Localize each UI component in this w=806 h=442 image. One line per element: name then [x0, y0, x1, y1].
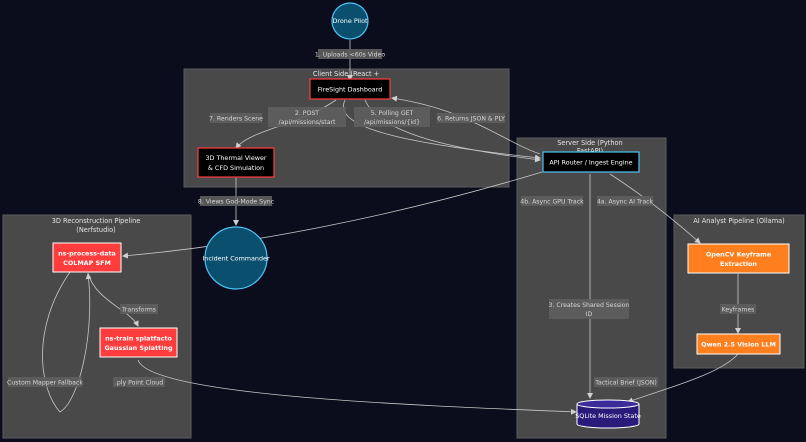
node-incident-commander[interactable]: Incident Commander — [202, 226, 270, 290]
node-firesight-dashboard[interactable]: FireSight Dashboard — [309, 78, 391, 100]
svg-text:8. Views God-Mode Sync: 8. Views God-Mode Sync — [198, 199, 275, 206]
node-drone-pilot-label: Drone Pilot — [332, 17, 368, 25]
label-async-ai: 4a. Async AI Track — [597, 196, 654, 206]
edge-transforms — [87, 272, 139, 327]
edge-tactical-brief — [627, 353, 739, 404]
label-async-gpu: 4b. Async GPU Track — [520, 196, 584, 206]
svg-text:1. Uploads <60s Video: 1. Uploads <60s Video — [315, 52, 386, 59]
cluster-server-side: Server Side (Python FastAPI) — [516, 137, 667, 439]
label-tactical-brief: Tactical Brief (JSON) — [594, 377, 658, 387]
svg-text:Custom Mapper Fallback: Custom Mapper Fallback — [7, 380, 83, 387]
label-views: 8. Views God-Mode Sync — [198, 196, 275, 206]
node-ns-process-data[interactable]: ns-process-data COLMAP SFM — [52, 242, 122, 273]
node-api-router-label: API Router / Ingest Engine — [549, 159, 632, 167]
node-thermal-viewer[interactable]: 3D Thermal Viewer & CFD Simulation — [197, 147, 275, 178]
node-ns-train-splatfacto[interactable]: ns-train splatfacto Gaussian Splatting — [99, 327, 178, 358]
label-ply-point-cloud: .ply Point Cloud — [113, 377, 165, 387]
cluster-client-title: Client Side (React + — [313, 70, 379, 78]
node-ns-train-label-line2: Gaussian Splatting — [104, 344, 173, 352]
node-opencv-label-line2: Extraction — [720, 260, 757, 268]
svg-text:Keyframes: Keyframes — [722, 307, 755, 314]
label-custom-mapper: Custom Mapper Fallback — [7, 377, 83, 387]
edges — [42, 40, 741, 415]
node-opencv-label-line1: OpenCV Keyframe — [706, 251, 772, 259]
label-uploads: 1. Uploads <60s Video — [315, 49, 386, 59]
node-incident-commander-label: Incident Commander — [202, 255, 270, 263]
svg-text:6. Returns JSON & PLY: 6. Returns JSON & PLY — [437, 116, 505, 123]
node-sqlite-mission-state[interactable]: SQLite Mission State — [575, 399, 641, 429]
label-post: 2. POST /api/missions/start — [268, 107, 346, 127]
svg-text:ID: ID — [586, 311, 593, 318]
svg-text:/api/missions/{id}: /api/missions/{id} — [364, 119, 420, 126]
node-ns-process-data-label-line2: COLMAP SFM — [63, 259, 111, 267]
cluster-ai-title: AI Analyst Pipeline (Ollama) — [693, 217, 785, 225]
svg-text:7. Renders Scene: 7. Renders Scene — [209, 116, 263, 123]
svg-text:Tactical Brief (JSON): Tactical Brief (JSON) — [594, 380, 657, 387]
node-qwen-vision-llm[interactable]: Qwen 2.5 Vision LLM — [696, 333, 781, 355]
node-opencv-keyframe[interactable]: OpenCV Keyframe Extraction — [687, 243, 790, 274]
cluster-recon-title-line2: (Nerfstudio) — [76, 226, 115, 234]
cluster-recon-title-line1: 3D Reconstruction Pipeline — [52, 217, 141, 225]
svg-text:.ply Point Cloud: .ply Point Cloud — [115, 380, 163, 387]
edge-ply-point-cloud — [137, 359, 577, 415]
node-ns-train-label-line1: ns-train splatfacto — [105, 335, 172, 343]
node-qwen-label: Qwen 2.5 Vision LLM — [701, 341, 776, 349]
edge-labels: 1. Uploads <60s Video 7. Renders Scene 2… — [7, 49, 756, 387]
label-renders: 7. Renders Scene — [209, 113, 263, 123]
node-firesight-dashboard-label: FireSight Dashboard — [318, 86, 383, 94]
svg-text:4a. Async AI Track: 4a. Async AI Track — [597, 199, 654, 206]
label-shared-session: 3. Creates Shared Session ID — [549, 299, 630, 319]
node-thermal-viewer-label-line1: 3D Thermal Viewer — [205, 154, 266, 162]
node-drone-pilot[interactable]: Drone Pilot — [331, 2, 369, 40]
label-keyframes: Keyframes — [720, 304, 756, 314]
node-sqlite-label: SQLite Mission State — [575, 412, 641, 420]
edge-custom-mapper — [42, 271, 92, 413]
edge-async-gpu — [122, 171, 543, 259]
node-ns-process-data-label-line1: ns-process-data — [58, 250, 116, 258]
cluster-server-title-line2: FastAPI) — [577, 147, 603, 155]
label-transforms: Transforms — [120, 304, 158, 314]
label-returns: 6. Returns JSON & PLY — [437, 113, 505, 123]
node-api-router[interactable]: API Router / Ingest Engine — [542, 151, 640, 173]
edge-returns — [391, 95, 541, 155]
svg-text:5. Polling GET: 5. Polling GET — [371, 110, 414, 117]
svg-text:3. Creates Shared Session: 3. Creates Shared Session — [549, 302, 630, 309]
label-polling: 5. Polling GET /api/missions/{id} — [354, 107, 430, 127]
svg-text:2. POST: 2. POST — [295, 110, 319, 117]
svg-text:Transforms: Transforms — [121, 307, 156, 314]
node-thermal-viewer-label-line2: & CFD Simulation — [208, 164, 264, 172]
cluster-server-title-line1: Server Side (Python — [557, 139, 623, 147]
svg-text:4b. Async GPU Track: 4b. Async GPU Track — [520, 199, 584, 206]
svg-text:/api/missions/start: /api/missions/start — [279, 119, 337, 126]
edge-async-ai — [609, 173, 701, 244]
